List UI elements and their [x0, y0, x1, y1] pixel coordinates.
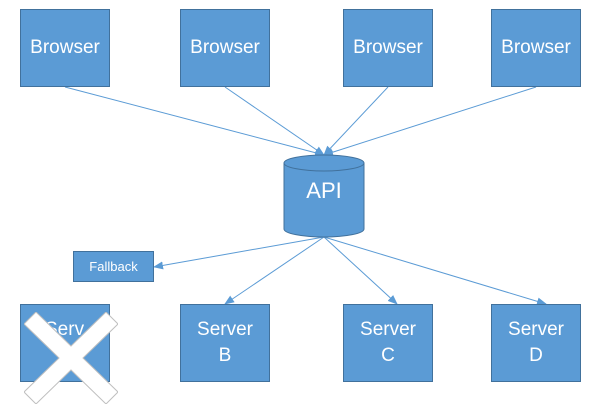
connector-browser-1-api — [64, 86, 325, 157]
server-box: Server D — [491, 304, 581, 382]
x-mark-icon — [24, 312, 118, 404]
browser-label: Browser — [30, 37, 100, 58]
connector-browser-4-api — [323, 86, 537, 157]
browser-label: Browser — [190, 37, 260, 58]
server-box: Server C — [343, 304, 433, 382]
connector-api-fallback — [153, 236, 325, 270]
browser-label: Browser — [501, 37, 571, 58]
browser-box: Browser — [491, 9, 581, 87]
browser-box: Browser — [180, 9, 270, 87]
browser-label: Browser — [353, 37, 423, 58]
server-label-line2: B — [218, 345, 232, 366]
fallback-label: Fallback — [89, 258, 138, 274]
api-label: API — [306, 178, 342, 203]
connector-browser-2-api — [224, 86, 325, 156]
server-label-line1: Server — [360, 319, 416, 340]
browser-box: Browser — [20, 9, 110, 87]
connector-browser-3-api — [323, 86, 389, 156]
server-label-line2: D — [529, 345, 543, 366]
connector-api-server-d — [323, 236, 547, 306]
fallback-box: Fallback — [73, 251, 154, 282]
server-box: Server B — [180, 304, 270, 382]
api-database-cylinder — [283, 154, 365, 238]
server-label-line2: C — [381, 345, 395, 366]
browser-box: Browser — [343, 9, 433, 87]
server-label-line1: Server — [508, 319, 564, 340]
server-label-line1: Server — [197, 319, 253, 340]
connector-api-server-c — [323, 236, 398, 305]
connector-api-server-b — [224, 236, 325, 305]
